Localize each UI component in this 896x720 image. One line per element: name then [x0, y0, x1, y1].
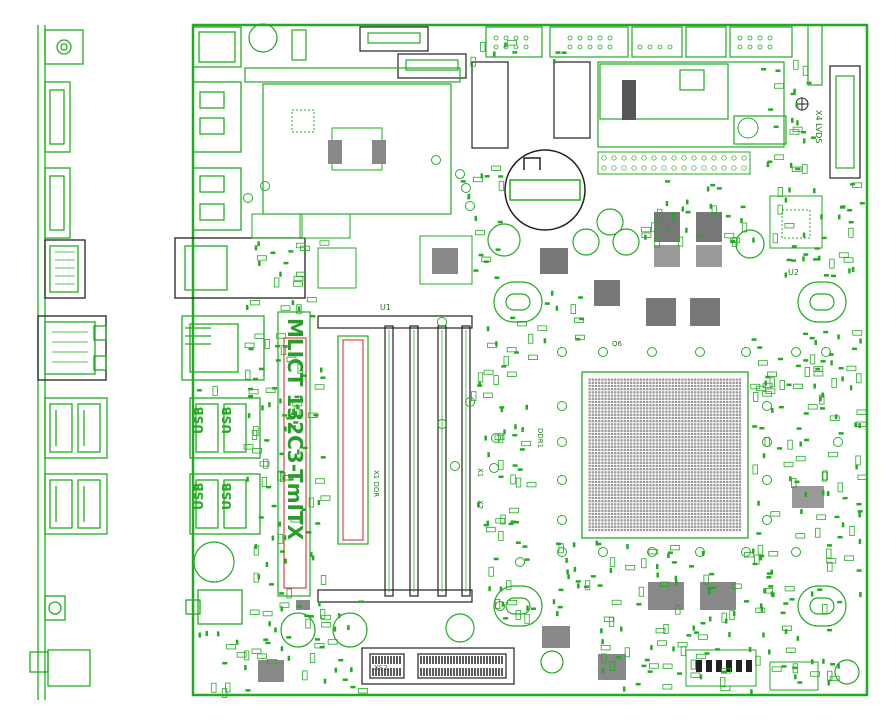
soc-chip: [581, 371, 749, 539]
rear-connectors: [174, 26, 306, 625]
capacitors: [193, 208, 765, 674]
hdmi-connector-1: [192, 81, 242, 153]
ic-components: [258, 80, 824, 682]
side-io-panel: [29, 25, 108, 700]
ethernet-port-side-1: [44, 239, 86, 299]
hdmi-port-side-2: [44, 167, 71, 239]
dip-switch: [696, 660, 752, 672]
ref-x2: X2: [476, 500, 484, 509]
ref-xs2: XS2: [374, 664, 388, 672]
gpio-header: [597, 151, 751, 175]
sodimm-slots: [277, 311, 473, 603]
m2-connector-2: [553, 61, 591, 139]
svg-text:USB: USB: [220, 406, 234, 434]
ethernet-port-side-2: [37, 315, 107, 381]
ref-x1: X1: [476, 468, 484, 477]
lvds-connector: [829, 65, 861, 179]
svg-text:USB: USB: [220, 482, 234, 510]
ref-u1: U1: [380, 303, 391, 312]
board-outline: [191, 23, 869, 697]
svg-text:USB: USB: [192, 482, 206, 510]
wifi-module: [262, 83, 452, 215]
ethernet-connector-1: [174, 237, 306, 299]
hdmi-port-side-1: [44, 81, 71, 153]
m2-connector-1: [471, 61, 509, 149]
top-connectors: [244, 23, 861, 179]
ddr-slot-label: X1 DDR: [372, 470, 380, 497]
usb-stack-side-2: [44, 473, 108, 535]
pcie-connector: [361, 647, 515, 685]
hdmi-connector-2: [192, 167, 242, 231]
sata-connector-1: [359, 26, 429, 52]
usb-connector-2: [189, 473, 261, 535]
coin-battery: [504, 149, 586, 231]
board-model-text: MLICT 132C3-TmITX: [283, 318, 307, 541]
sata-connector-2: [397, 53, 467, 79]
usb-connector-1: [189, 397, 261, 459]
svg-text:USB: USB: [192, 406, 206, 434]
lvds-label: X4 LVDS: [814, 110, 823, 143]
dc-jack: [192, 26, 242, 68]
mounting-holes: [493, 281, 860, 685]
ethernet-connector-2: [181, 315, 265, 381]
ref-ddr1: DDR1: [536, 428, 544, 448]
antenna-side: [44, 595, 66, 621]
ref-q6: Q6: [612, 340, 623, 348]
usb-stack-side-1: [44, 397, 108, 459]
ref-u2: U2: [788, 268, 799, 277]
dc-jack-side: [44, 29, 84, 65]
audio-connector: [197, 589, 243, 625]
capacitor-top: [248, 23, 278, 53]
